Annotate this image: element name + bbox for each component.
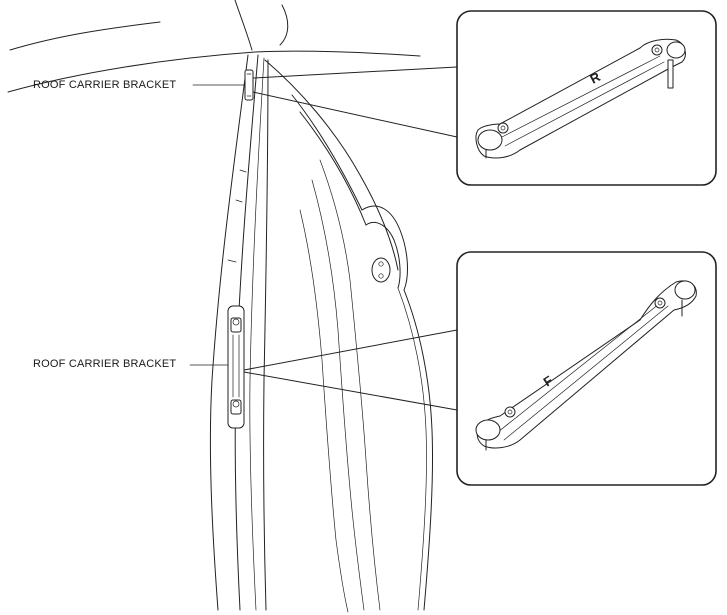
callout-lines — [243, 66, 458, 411]
rear-bracket-detail: R — [456, 10, 717, 186]
bottom-bracket-on-vehicle — [227, 305, 245, 429]
vehicle-body-outline — [7, 0, 434, 613]
roof-carrier-bracket-label-top: ROOF CARRIER BRACKET — [33, 79, 177, 91]
front-bracket-detail: F — [456, 251, 717, 486]
roof-carrier-bracket-label-bottom: ROOF CARRIER BRACKET — [33, 358, 177, 370]
top-bracket-on-vehicle — [244, 69, 254, 101]
label-leaders — [189, 84, 246, 366]
